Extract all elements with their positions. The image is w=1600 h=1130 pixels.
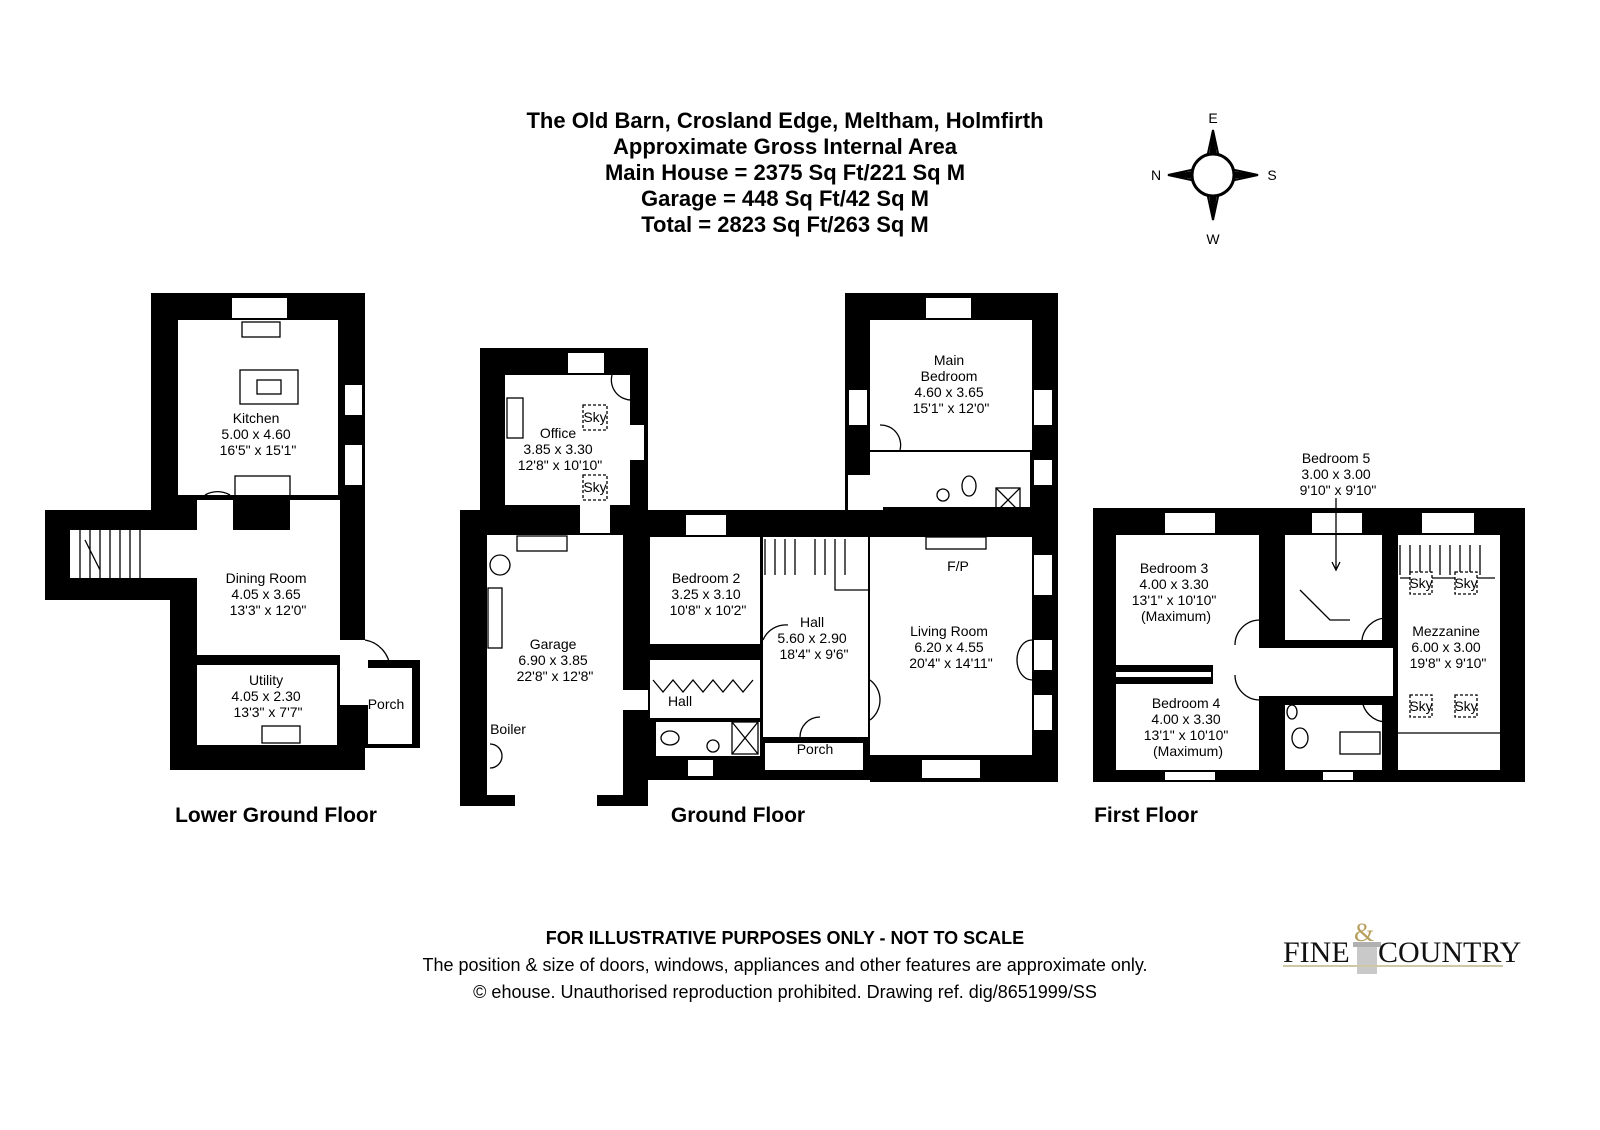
ground-floor-plan: Sky Sky Office 3.85 x 3.30 12'8" x 10'10…: [460, 293, 1058, 827]
first-floor-plan: Sky Sky Sky Sky Bedroom 5 3.00 x 3.00 9'…: [1093, 450, 1525, 827]
kitchenette-icon: [506, 397, 524, 439]
skylight-icon: [582, 474, 608, 501]
skylight-label: Sky: [1454, 575, 1477, 591]
skylight-icon: [582, 404, 608, 431]
first-floor-label: First Floor: [1094, 804, 1198, 827]
lower-ground-floor-plan: Kitchen 5.00 x 4.60 16'5" x 15'1" Dining…: [45, 293, 420, 827]
water-tank-icon: [489, 554, 511, 576]
toilet-icon: [1291, 727, 1309, 749]
disclaimer-note: The position & size of doors, windows, a…: [422, 955, 1147, 975]
copyright: © ehouse. Unauthorised reproduction proh…: [473, 982, 1097, 1002]
boiler-label: Boiler: [490, 721, 526, 737]
toilet-icon: [660, 730, 680, 746]
basin-icon: [706, 739, 720, 753]
skylight-icon: [1409, 571, 1433, 595]
bedroom-5-label: Bedroom 5 3.00 x 3.00 9'10" x 9'10": [1300, 450, 1377, 498]
disclaimer: FOR ILLUSTRATIVE PURPOSES ONLY - NOT TO …: [546, 928, 1024, 948]
property-title: The Old Barn, Crosland Edge, Meltham, Ho…: [526, 108, 1043, 133]
stairs-icon: [1399, 545, 1495, 579]
bath-icon: [1339, 731, 1381, 755]
skylight-label: Sky: [583, 409, 606, 425]
stairs-icon: [764, 539, 868, 591]
garage-area: Garage = 448 Sq Ft/42 Sq M: [641, 186, 929, 211]
hall-label: Hall 5.60 x 2.90 18'4" x 9'6": [777, 614, 850, 662]
logo-text-right: COUNTRY: [1378, 936, 1521, 969]
header: The Old Barn, Crosland Edge, Meltham, Ho…: [526, 108, 1043, 237]
footer: FOR ILLUSTRATIVE PURPOSES ONLY - NOT TO …: [422, 928, 1147, 1002]
main-house-area: Main House = 2375 Sq Ft/221 Sq M: [605, 160, 965, 185]
ground-floor-label: Ground Floor: [671, 804, 805, 827]
stairs-icon: [79, 530, 141, 578]
compass-west: W: [1206, 231, 1220, 247]
hob-icon: [256, 379, 282, 395]
basin-icon: [936, 488, 950, 502]
wardrobe-icon: [652, 678, 754, 694]
logo-text-left: FINE: [1283, 936, 1350, 969]
utility-sink-icon: [261, 725, 301, 744]
garage-label: Garage 6.90 x 3.85 22'8" x 12'8": [517, 636, 594, 684]
skylight-icon: [1454, 571, 1478, 595]
compass-south: S: [1267, 167, 1276, 183]
shower-icon: [731, 721, 759, 755]
shower-icon: [995, 487, 1021, 513]
gf-porch-label: Porch: [797, 741, 834, 757]
skylight-label: Sky: [1409, 698, 1432, 714]
skylight-label: Sky: [1409, 575, 1432, 591]
compass-icon: E S W N: [1151, 110, 1277, 247]
office-label: Office 3.85 x 3.30 12'8" x 10'10": [518, 425, 603, 473]
skylight-label: Sky: [583, 479, 606, 495]
toilet-icon: [961, 475, 977, 497]
mezzanine-label: Mezzanine 6.00 x 3.00 19'8" x 9'10": [1410, 623, 1487, 671]
compass-east: E: [1208, 110, 1217, 126]
skylight-icon: [1409, 694, 1433, 718]
area-heading: Approximate Gross Internal Area: [613, 134, 958, 159]
living-room-label: Living Room 6.20 x 4.55 20'4" x 14'11": [909, 623, 993, 671]
skylight-label: Sky: [1454, 698, 1477, 714]
lg-porch-label: Porch: [368, 696, 405, 712]
bedroom-2-label: Bedroom 2 3.25 x 3.10 10'8" x 10'2": [670, 570, 747, 618]
skylight-icon: [1454, 694, 1478, 718]
kitchen-label: Kitchen 5.00 x 4.60 16'5" x 15'1": [220, 410, 297, 458]
pointer-arrow-icon: [1331, 498, 1341, 572]
fine-and-country-logo: FINE & COUNTRY: [1283, 918, 1521, 974]
bedroom-3-label: Bedroom 3 4.00 x 3.30 13'1" x 10'10" (Ma…: [1132, 560, 1220, 624]
compass-north: N: [1151, 167, 1161, 183]
basin-icon: [1286, 704, 1298, 720]
utility-label: Utility 4.05 x 2.30 13'3" x 7'7": [231, 672, 304, 720]
bedroom-4-label: Bedroom 4 4.00 x 3.30 13'1" x 10'10" (Ma…: [1144, 695, 1232, 759]
lower-ground-floor-label: Lower Ground Floor: [175, 804, 377, 827]
main-bedroom-label: Main Bedroom 4.60 x 3.65 15'1" x 12'0": [913, 352, 990, 416]
total-area: Total = 2823 Sq Ft/263 Sq M: [641, 212, 929, 237]
fireplace-label: F/P: [947, 558, 969, 574]
sink-icon: [241, 321, 281, 338]
dining-room-label: Dining Room 4.05 x 3.65 13'3" x 12'0": [226, 570, 311, 618]
fireplace-icon: [925, 536, 987, 550]
small-hall-label: Hall: [668, 693, 692, 709]
logo-ampersand: &: [1354, 918, 1374, 947]
boiler-icon: [489, 743, 503, 769]
